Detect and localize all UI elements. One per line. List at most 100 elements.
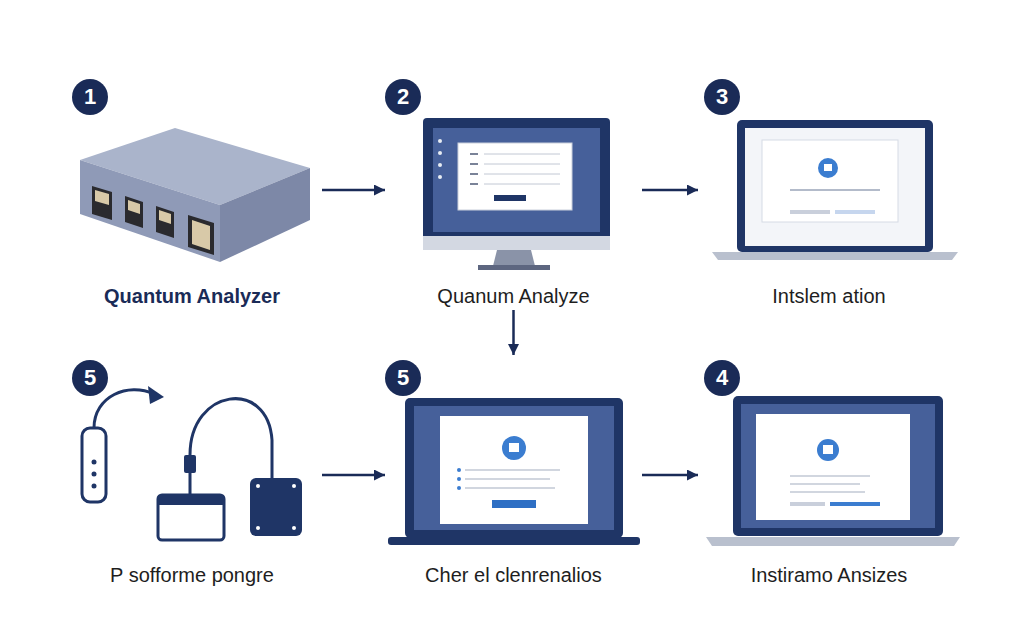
step-caption: Cher el clenrenalios (385, 563, 642, 587)
device-screw (292, 484, 296, 488)
device-port-inner (95, 190, 109, 205)
laptop-screen (741, 404, 935, 528)
laptop-base (712, 252, 958, 260)
dialog-icon (817, 439, 839, 461)
step-number: 1 (72, 79, 108, 115)
laptop-frame (733, 396, 943, 536)
step-number: 3 (704, 79, 740, 115)
check-mark (457, 477, 461, 481)
step-caption: Quanum Analyze (385, 284, 642, 308)
step-caption: Quantum Analyzer (62, 284, 322, 308)
device-port (92, 186, 112, 220)
adapter-top (158, 495, 224, 505)
device-port-inner (159, 210, 171, 224)
dialog-window (762, 140, 898, 222)
step-caption: Intslem ation (698, 284, 960, 308)
dialog-icon (502, 436, 526, 460)
step-panel: 2Quanum Analyze (385, 70, 642, 310)
device-port-inner (128, 200, 140, 214)
device-screw (292, 526, 296, 530)
sidebar-icon (438, 151, 442, 155)
laptop-frame (737, 120, 933, 252)
dialog-line (790, 475, 870, 477)
dialog-line (470, 163, 478, 165)
adapter-box (158, 495, 224, 540)
curved-wire (94, 390, 154, 428)
device-front (80, 160, 220, 262)
flow-arrow (322, 189, 385, 192)
step-number: 2 (385, 79, 421, 115)
laptop-frame (405, 398, 623, 538)
step-panel: 5Cher el clenrenalios (385, 355, 642, 595)
dialog-line (465, 478, 550, 480)
step-panel: 5 P sofforme pongre (62, 355, 322, 595)
flow-arrow (642, 474, 698, 477)
laptop-base (388, 537, 640, 545)
dialog-line (484, 164, 560, 165)
device-port (188, 215, 214, 255)
step-caption: Instiramo Ansizes (698, 563, 960, 587)
cable-plug (184, 455, 196, 473)
monitor-chin (423, 236, 610, 250)
remote-dot (92, 484, 97, 489)
dialog-line (465, 487, 555, 489)
remote-dot (92, 472, 97, 477)
device-screw (256, 526, 260, 530)
laptop-illustration (712, 120, 958, 260)
monitor-base (478, 265, 550, 270)
laptop-illustration (388, 398, 640, 545)
laptop-screen (414, 406, 614, 530)
device-screw (256, 484, 260, 488)
monitor-illustration (423, 118, 610, 270)
dialog-line (790, 483, 860, 485)
monitor-neck (493, 250, 535, 266)
dialog-line (470, 173, 478, 175)
dialog-icon-glyph (823, 445, 833, 454)
device-port-inner (192, 220, 210, 250)
device-port (125, 196, 143, 228)
laptop-screen (745, 128, 925, 246)
dialog-line (484, 184, 560, 185)
dialog-field (790, 210, 830, 214)
dialog-icon-glyph (509, 443, 519, 452)
monitor-frame (423, 118, 610, 250)
dialog-line (465, 469, 560, 471)
dialog-icon-glyph (824, 164, 832, 171)
device-port (156, 206, 174, 238)
dialog-window (756, 414, 910, 520)
dialog-icon (818, 158, 838, 178)
device-block (250, 478, 302, 536)
dialog-button (492, 500, 536, 508)
check-mark (457, 486, 461, 490)
flow-arrow (642, 189, 698, 192)
step-caption: P sofforme pongre (62, 563, 322, 587)
step-panel: 4Instiramo Ansizes (698, 355, 960, 595)
laptop-illustration (706, 396, 960, 546)
dialog-line (470, 183, 478, 185)
step-number: 4 (704, 360, 740, 396)
dialog-field (835, 210, 875, 214)
step-panel: 3Intslem ation (698, 70, 960, 310)
check-mark (457, 468, 461, 472)
remote-device (82, 428, 106, 502)
flow-arrow (512, 310, 515, 355)
sidebar-icon (438, 139, 442, 143)
dialog-field (790, 502, 825, 506)
flow-arrow (322, 474, 385, 477)
monitor-screen (433, 128, 600, 232)
dialog-button (494, 195, 526, 201)
dialog-field (830, 502, 880, 506)
dialog-window (458, 143, 572, 210)
step-number: 5 (72, 360, 108, 396)
step-panel: 1Quantum Analyzer (62, 70, 322, 310)
wire-arrowhead (148, 386, 164, 404)
laptop-base (706, 537, 960, 546)
dialog-line (470, 153, 478, 155)
analyzer-device (80, 128, 310, 262)
dialog-line (790, 189, 880, 191)
cable-illustration (82, 386, 302, 540)
